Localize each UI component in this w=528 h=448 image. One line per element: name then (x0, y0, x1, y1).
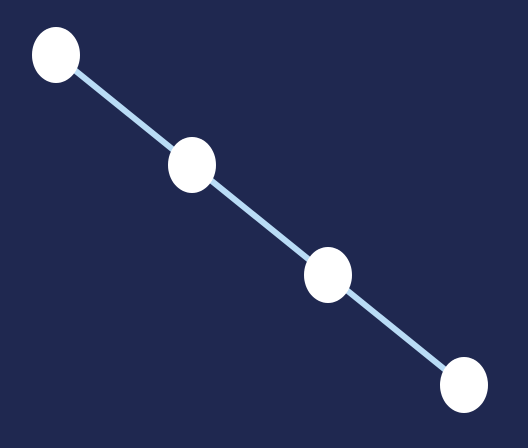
edge-2 (189, 162, 331, 278)
node-1 (32, 27, 80, 83)
node-2 (168, 137, 216, 193)
node-4 (440, 357, 488, 413)
nodes-layer (32, 27, 488, 413)
edges-layer (53, 52, 467, 388)
node-3 (304, 247, 352, 303)
edge-1 (53, 52, 195, 168)
edge-3 (325, 272, 467, 388)
